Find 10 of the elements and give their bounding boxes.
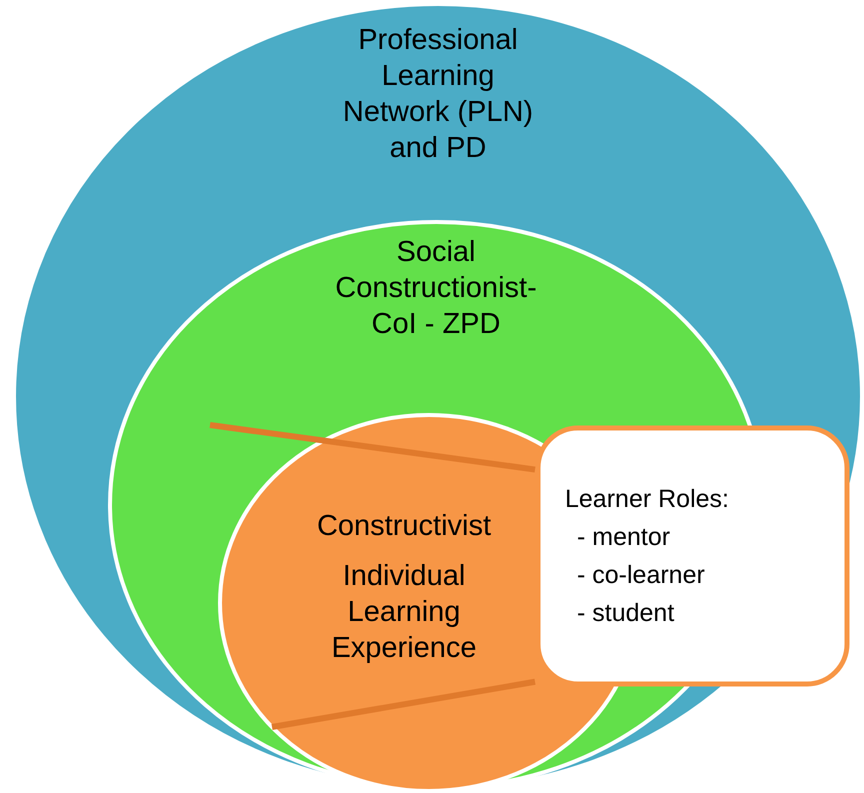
list-item: - mentor [577,522,672,553]
heading-text: Social Constructionist- CoI - ZPD [334,235,538,342]
region-text: Individual Learning Experience [330,559,478,666]
heading-text: Professional Learning Network (PLN) and PD [342,23,534,166]
list-item: - student [577,598,676,629]
list-item: - co-learner [577,560,706,591]
callout-heading: Learner Roles: [565,484,730,515]
leader-line [210,422,536,473]
region-text: Constructivist [316,509,492,544]
leader-line [272,678,536,730]
